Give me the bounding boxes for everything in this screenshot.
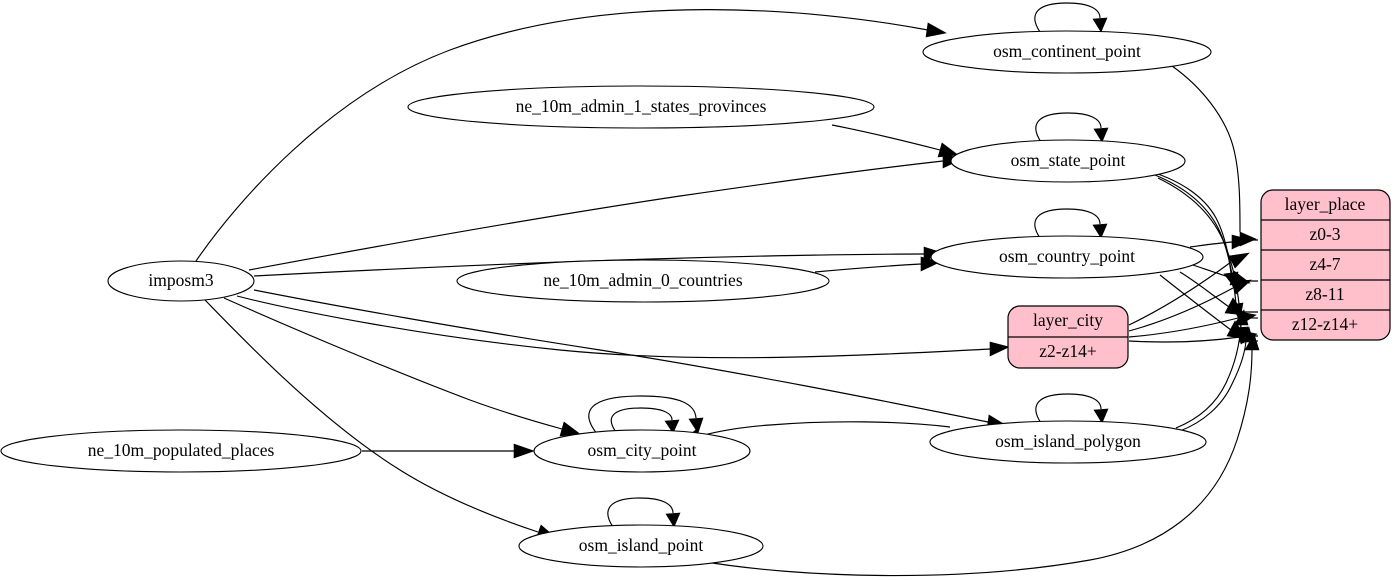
edge-layer: [195, 2, 1260, 577]
record-row-layer_place-header: layer_place: [1285, 194, 1366, 214]
edge-osm_city_point-self-loop-outer: [588, 395, 704, 436]
edge-osm_island_point-self-loop: [607, 497, 681, 528]
edge-osm_country_point-to-layer_place_z0: [1189, 234, 1252, 250]
record-row-layer_city-z2[interactable]: z2-z14+: [1039, 341, 1097, 361]
edge-osm_state_point-self-loop: [1035, 112, 1109, 143]
edge-ne_10m_populated_places-to-osm_city_point: [362, 443, 535, 459]
edge-osm_continent_point-self-loop: [1034, 2, 1108, 33]
edge-ne_10m_admin_1_states_provinces-to-osm_state_point: [831, 124, 959, 158]
node-imposm3[interactable]: imposm3: [107, 260, 255, 302]
node-osm_island_polygon[interactable]: osm_island_polygon: [929, 420, 1207, 464]
record-row-layer_place-z0-3[interactable]: z0-3: [1309, 224, 1340, 244]
node-osm_continent_point[interactable]: osm_continent_point: [922, 30, 1212, 74]
edge-ne_10m_admin_0_countries-to-osm_country_point: [814, 256, 941, 273]
node-ne_10m_populated_places[interactable]: ne_10m_populated_places: [0, 429, 362, 473]
edge-layer_city-to-layer_place_z4: [1128, 279, 1252, 332]
record-layer_place[interactable]: layer_place z0-3 z4-7 z8-11 z12-z14+: [1260, 189, 1391, 341]
edge-layer_city-to-layer_place_z0: [1128, 252, 1250, 326]
node-label-osm_country_point: osm_country_point: [999, 246, 1135, 266]
node-label-ne_10m_admin_1_states_provinces: ne_10m_admin_1_states_provinces: [516, 96, 767, 116]
record-row-layer_city-header: layer_city: [1033, 310, 1103, 330]
node-label-osm_island_polygon: osm_island_polygon: [995, 431, 1141, 451]
node-label-imposm3: imposm3: [148, 270, 213, 290]
record-row-layer_place-z8-11[interactable]: z8-11: [1305, 284, 1344, 304]
edge-osm_country_point-self-loop: [1034, 208, 1108, 239]
edge-imposm3-to-osm_continent_point: [195, 9, 947, 262]
node-layer: imposm3 ne_10m_admin_1_states_provinces …: [0, 30, 1212, 568]
record-row-layer_place-z4-7[interactable]: z4-7: [1309, 254, 1340, 274]
node-label-ne_10m_admin_0_countries: ne_10m_admin_0_countries: [543, 270, 742, 290]
node-osm_island_point[interactable]: osm_island_point: [518, 524, 764, 568]
node-ne_10m_admin_1_states_provinces[interactable]: ne_10m_admin_1_states_provinces: [407, 85, 875, 129]
edge-imposm3-to-osm_state_point: [248, 153, 963, 271]
node-label-osm_island_point: osm_island_point: [579, 535, 704, 555]
edge-imposm3-to-osm_city_point: [223, 297, 581, 437]
edge-osm_continent_point-to-layer_place_z0: [1171, 65, 1258, 247]
edge-osm_city_point-self-loop-inner: [610, 407, 680, 434]
record-layer_city[interactable]: layer_city z2-z14+: [1007, 305, 1129, 369]
node-osm_country_point[interactable]: osm_country_point: [930, 235, 1204, 279]
edge-osm_island_polygon-self-loop: [1035, 393, 1109, 424]
edge-imposm3-to-osm_island_point: [204, 299, 557, 540]
edge-osm_country_point-to-layer_place_z8: [1179, 271, 1246, 316]
node-osm_city_point[interactable]: osm_city_point: [533, 429, 751, 473]
edge-imposm3-to-layer_city_z2: [236, 295, 1010, 359]
node-label-osm_continent_point: osm_continent_point: [993, 41, 1141, 61]
edge-osm_island_polygon-to-layer_place_z12: [1179, 326, 1258, 432]
node-label-osm_state_point: osm_state_point: [1011, 150, 1126, 170]
node-label-ne_10m_populated_places: ne_10m_populated_places: [88, 440, 275, 460]
record-layer: layer_city z2-z14+ layer_place z0-3 z4-7…: [1007, 189, 1391, 369]
edge-osm_island_point-to-layer_place_z12: [699, 333, 1260, 577]
node-label-osm_city_point: osm_city_point: [588, 440, 697, 460]
record-row-layer_place-z12-z14[interactable]: z12-z14+: [1292, 314, 1358, 334]
node-osm_state_point[interactable]: osm_state_point: [950, 139, 1186, 183]
node-ne_10m_admin_0_countries[interactable]: ne_10m_admin_0_countries: [456, 259, 830, 303]
edge-osm_island_polygon-to-layer_place_z8: [1175, 309, 1258, 429]
